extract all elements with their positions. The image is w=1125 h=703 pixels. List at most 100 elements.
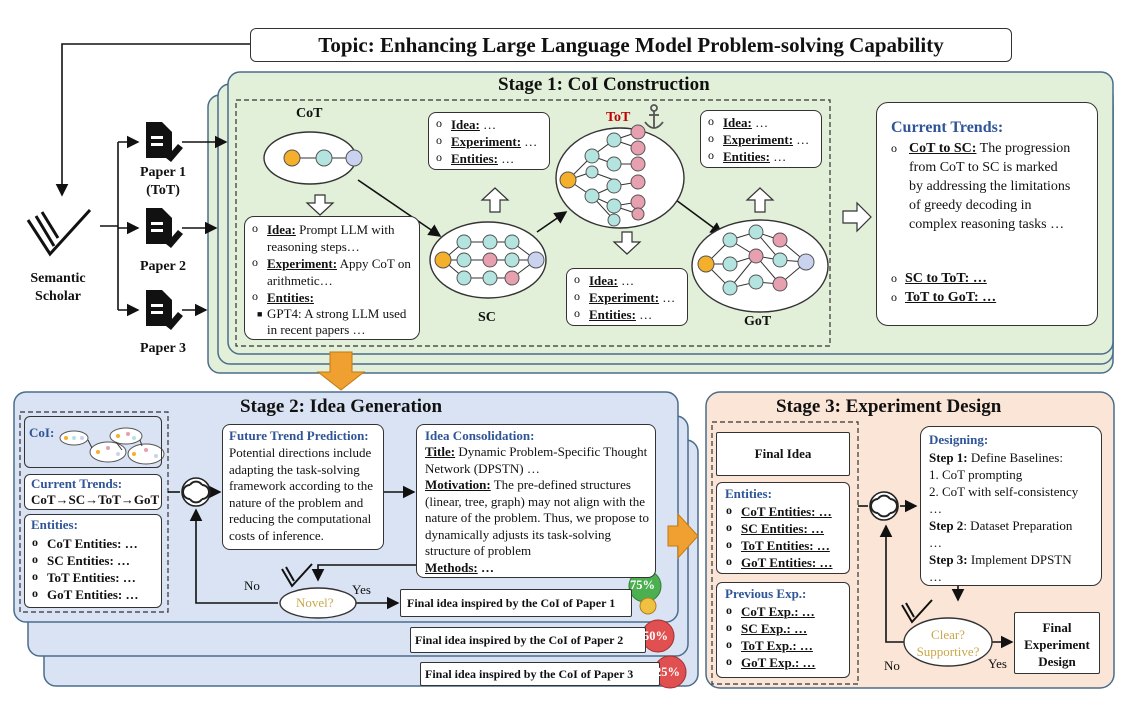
final-idea-paper-3[interactable]: Final idea inspired by the CoI of Paper … [420, 662, 660, 686]
consolidation-title-text: Dynamic Problem-Specific Thought Network… [425, 444, 648, 476]
got-idea-value: … [755, 115, 769, 130]
future-trend-title: Future Trend Prediction: [229, 428, 369, 443]
topic-box: Topic: Enhancing Large Language Model Pr… [250, 28, 1012, 62]
semantic-scholar-logo-icon [281, 563, 313, 588]
novel-no-label: No [244, 578, 260, 593]
tot-graph [555, 124, 685, 229]
got-graph [691, 219, 829, 313]
final-experiment-design[interactable]: Final Experiment Design [1014, 612, 1100, 674]
stage2-entity-tot: ToT Entities: … [31, 568, 139, 586]
step2-label: Step 2 [929, 518, 964, 533]
final-design-line3: Design [1038, 654, 1076, 669]
trends-item-3-text: ToT to GoT: … [905, 290, 997, 305]
designing-title: Designing: [929, 432, 989, 447]
paper-1-label[interactable]: Paper 1 (ToT) [130, 164, 196, 200]
step3-label: Step 3: [929, 552, 968, 567]
trends-item-2-text: SC to ToT: … [905, 271, 987, 286]
prev-exp-cot: CoT Exp.: … [725, 602, 816, 620]
stage2-entity-cot: CoT Entities: … [31, 534, 139, 552]
semantic-scholar-label: Semantic Scholar [18, 270, 98, 306]
tot-idea-label: Idea: [589, 273, 618, 288]
prev-exp-sc: SC Exp.: … [725, 619, 816, 637]
designing-card: Designing: Step 1: Define Baselines: 1. … [920, 426, 1102, 586]
llm-logo-icon [181, 477, 211, 507]
anchor-icon [644, 104, 664, 129]
cot-experiment-label: Experiment: [267, 256, 338, 271]
tot-experiment-value: … [662, 290, 676, 305]
novel-yes-label: Yes [352, 582, 371, 597]
consolidation-title: Idea Consolidation: [425, 428, 535, 443]
got-idea-label: Idea: [723, 115, 752, 130]
current-trends-card: Current Trends: o CoT to SC: The progres… [876, 102, 1098, 326]
cot-entities-label: Entities: [267, 290, 314, 305]
score-50-label: 50% [643, 629, 668, 643]
clear-no-label: No [884, 658, 900, 673]
topic-title: Topic: Enhancing Large Language Model Pr… [318, 33, 944, 57]
final-idea-card: Final Idea [716, 432, 850, 476]
stage3-entities-title: Entities: [725, 486, 772, 501]
got-info-card: Idea: … Experiment: … Entities: … [700, 110, 822, 168]
clear-yes-label: Yes [988, 656, 1007, 671]
cot-experiment-text: Appy CoT on arithmetic… [267, 256, 411, 288]
final-idea-label: Final Idea [754, 446, 812, 461]
stage2-entity-sc: SC Entities: … [31, 551, 139, 569]
score-badge-75 [628, 569, 662, 615]
prev-exp-tot: ToT Exp.: … [725, 636, 816, 654]
stage3-entity-sc: SC Entities: … [725, 519, 833, 537]
clear-decision: Clear? Supportive? [904, 626, 992, 660]
step1-ellipsis: … [929, 501, 942, 516]
final-design-line1: Final [1042, 620, 1072, 635]
cot-entity-text: GPT4: A strong LLM used in recent papers… [267, 306, 407, 337]
stage2-entity-got: GoT Entities: … [31, 585, 139, 603]
final-idea-paper-3-text: Final idea inspired by the CoI of Paper … [425, 667, 634, 681]
got-experiment-value: … [796, 132, 810, 147]
tot-node-label: ToT [606, 110, 631, 125]
stage3-entities-card: Entities: CoT Entities: … SC Entities: …… [716, 482, 850, 574]
stage3-entity-tot: ToT Entities: … [725, 536, 833, 554]
sc-info-card: Idea: … Experiment: … Entities: … [428, 112, 550, 170]
paper-1-name: Paper 1 [139, 165, 186, 180]
tot-info-card: Idea: … Experiment: … Entities: … [566, 268, 688, 326]
sc-experiment-label: Experiment: [451, 134, 522, 149]
consolidation-motivation-text: The pre-defined structures (linear, tree… [425, 477, 649, 558]
previous-exp-title: Previous Exp.: [725, 586, 807, 601]
final-idea-paper-1-text: Final idea inspired by the CoI of Paper … [407, 596, 616, 610]
final-idea-paper-2[interactable]: Final idea inspired by the CoI of Paper … [410, 627, 646, 653]
coi-thumbnail [59, 427, 165, 465]
paper-icon [146, 290, 183, 330]
trends-item-1: o CoT to SC: The progression from CoT to… [891, 141, 1071, 232]
cot-idea-text: Prompt LLM with reasoning steps… [267, 222, 395, 254]
designing-steps: Step 1: Define Baselines: 1. CoT prompti… [929, 449, 1101, 585]
tot-entities-label: Entities: [589, 307, 636, 322]
trends-title: Current Trends: [891, 119, 1004, 136]
paper-2-label[interactable]: Paper 2 [139, 259, 186, 274]
supportive-label: Supportive? [916, 644, 980, 659]
sc-idea-label: Idea: [451, 117, 480, 132]
stage3-entity-cot: CoT Entities: … [725, 502, 833, 520]
got-experiment-label: Experiment: [723, 132, 794, 147]
semantic-scholar-logo-icon [901, 599, 933, 624]
cot-graph [263, 131, 363, 185]
step3-text: Implement DPSTN [970, 552, 1072, 567]
source-line2: Scholar [35, 289, 81, 304]
consolidation-body: Title: Dynamic Problem-Specific Thought … [425, 444, 653, 576]
stage2-entities-card: Entities: CoT Entities: … SC Entities: …… [24, 514, 162, 608]
consolidation-motivation-label: Motivation: [425, 477, 491, 492]
stage2-trends-chain: CoT→SC→ToT→GoT [31, 492, 160, 507]
step2-ellipsis: … [929, 535, 942, 550]
step1-text: Define Baselines: [970, 450, 1063, 465]
step1-item-a: 1. CoT prompting [929, 467, 1023, 482]
paper-3-label[interactable]: Paper 3 [139, 341, 186, 356]
stage2-trends-card: Current Trends: CoT→SC→ToT→GoT [24, 474, 162, 510]
sc-entities-value: … [501, 151, 515, 166]
final-idea-paper-1[interactable]: Final idea inspired by the CoI of Paper … [400, 589, 632, 617]
stage2-entities-title: Entities: [31, 517, 78, 532]
step1-item-b: 2. CoT with self-consistency [929, 484, 1079, 499]
llm-logo-icon [869, 491, 899, 521]
clear-label: Clear? [931, 627, 965, 642]
semantic-scholar-logo-icon [26, 208, 92, 257]
prev-exp-got: GoT Exp.: … [725, 653, 816, 671]
score-75-label: 75% [630, 578, 655, 592]
trends-item-1-label: CoT to SC: [909, 141, 977, 156]
